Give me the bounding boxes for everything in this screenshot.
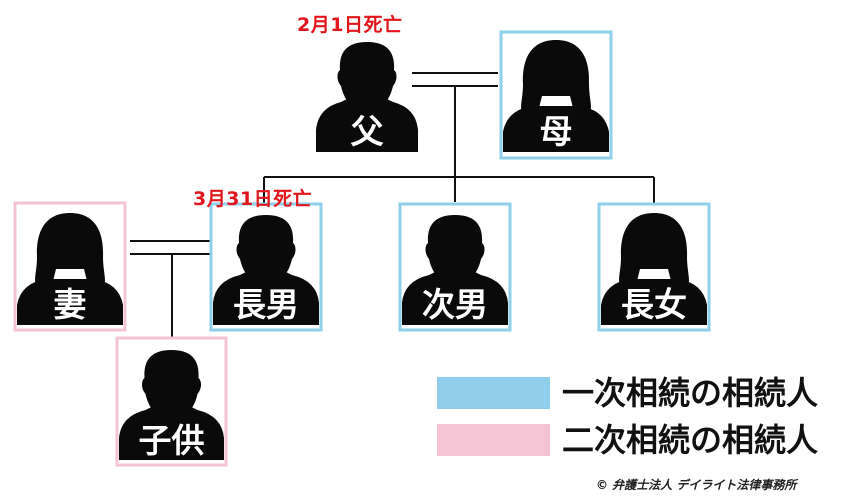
mother-frame — [499, 30, 613, 160]
child-frame — [115, 336, 228, 467]
legend-second-heir-text: 二次相続の相続人 — [562, 421, 819, 459]
mother-silhouette — [503, 40, 609, 152]
father-label: 父 — [350, 112, 384, 151]
legend-swatch-second — [437, 424, 550, 456]
hair-head-shape — [619, 213, 689, 287]
father-death-note: 2月1日死亡 — [297, 14, 403, 36]
hair-head-shape — [521, 40, 591, 114]
second-son-frame — [398, 202, 512, 332]
child-label: 子供 — [138, 421, 205, 460]
torso-shape — [213, 269, 319, 325]
wife-frame — [13, 201, 127, 332]
wife-label: 妻 — [53, 285, 87, 324]
eldest-daughter-silhouette — [601, 213, 707, 325]
legend-swatch-first — [437, 377, 550, 409]
copyright-notice: © 弁護士法人 デイライト法律事務所 — [596, 478, 797, 492]
second-son-silhouette — [402, 215, 508, 325]
head-shape — [142, 350, 201, 418]
torso-shape — [601, 279, 707, 325]
torso-shape — [17, 279, 123, 325]
eldest-son-death-note: 3月31日死亡 — [193, 188, 313, 210]
legend-first-heir-text: 一次相続の相続人 — [562, 374, 819, 412]
second-son-label: 次男 — [422, 285, 488, 324]
hair-head-shape — [35, 213, 105, 287]
head-shape — [425, 215, 485, 283]
torso-shape — [119, 404, 224, 460]
head-shape — [236, 215, 296, 283]
torso-shape — [316, 96, 418, 152]
eldest-son-frame — [209, 202, 323, 332]
father-silhouette — [316, 42, 418, 152]
eldest-daughter-label: 長女 — [621, 285, 687, 324]
eldest-son-label: 長男 — [233, 285, 299, 324]
torso-shape — [503, 106, 609, 152]
mother-label: 母 — [539, 112, 573, 151]
torso-shape — [402, 269, 508, 325]
family-connectors — [130, 72, 655, 338]
wife-silhouette — [17, 213, 123, 325]
eldest-daughter-frame — [597, 202, 711, 332]
head-shape — [337, 42, 397, 110]
eldest-son-silhouette — [213, 215, 319, 325]
child-silhouette — [119, 350, 224, 460]
